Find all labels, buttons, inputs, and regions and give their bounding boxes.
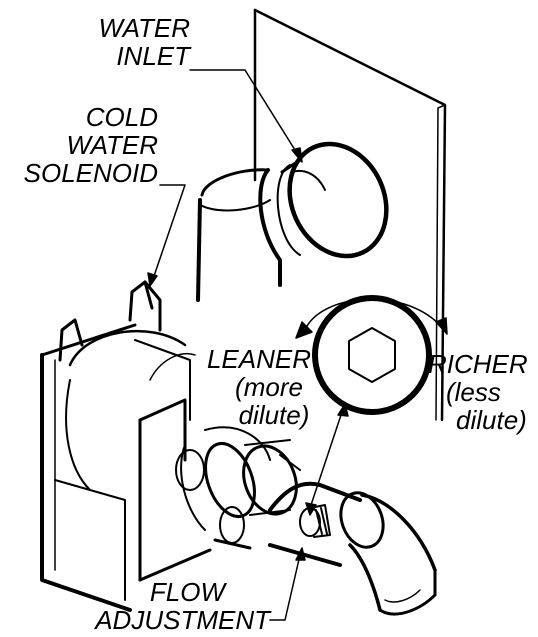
adjustment-detail-circle	[312, 295, 432, 415]
valve-outlet	[175, 426, 301, 550]
richer-label: RICHER (less dilute)	[428, 349, 528, 435]
detail-leader	[305, 403, 349, 516]
mounting-panel	[253, 8, 447, 422]
outlet-tube	[268, 481, 437, 616]
solenoid-housing	[40, 280, 212, 612]
cold-water-solenoid-label: COLD WATER SOLENOID	[23, 102, 158, 188]
leaner-label: LEANER (more dilute)	[206, 344, 312, 430]
valve-body-upper	[196, 168, 282, 302]
rotation-arrow	[295, 298, 448, 339]
water-inlet-label: WATER INLET	[98, 13, 190, 71]
flow-adjustment-screw	[299, 504, 331, 538]
flow-adjustment-label: FLOW ADJUSTMENT	[95, 577, 270, 635]
callout-leaders	[147, 69, 306, 621]
water-inlet-fitting	[276, 141, 389, 259]
